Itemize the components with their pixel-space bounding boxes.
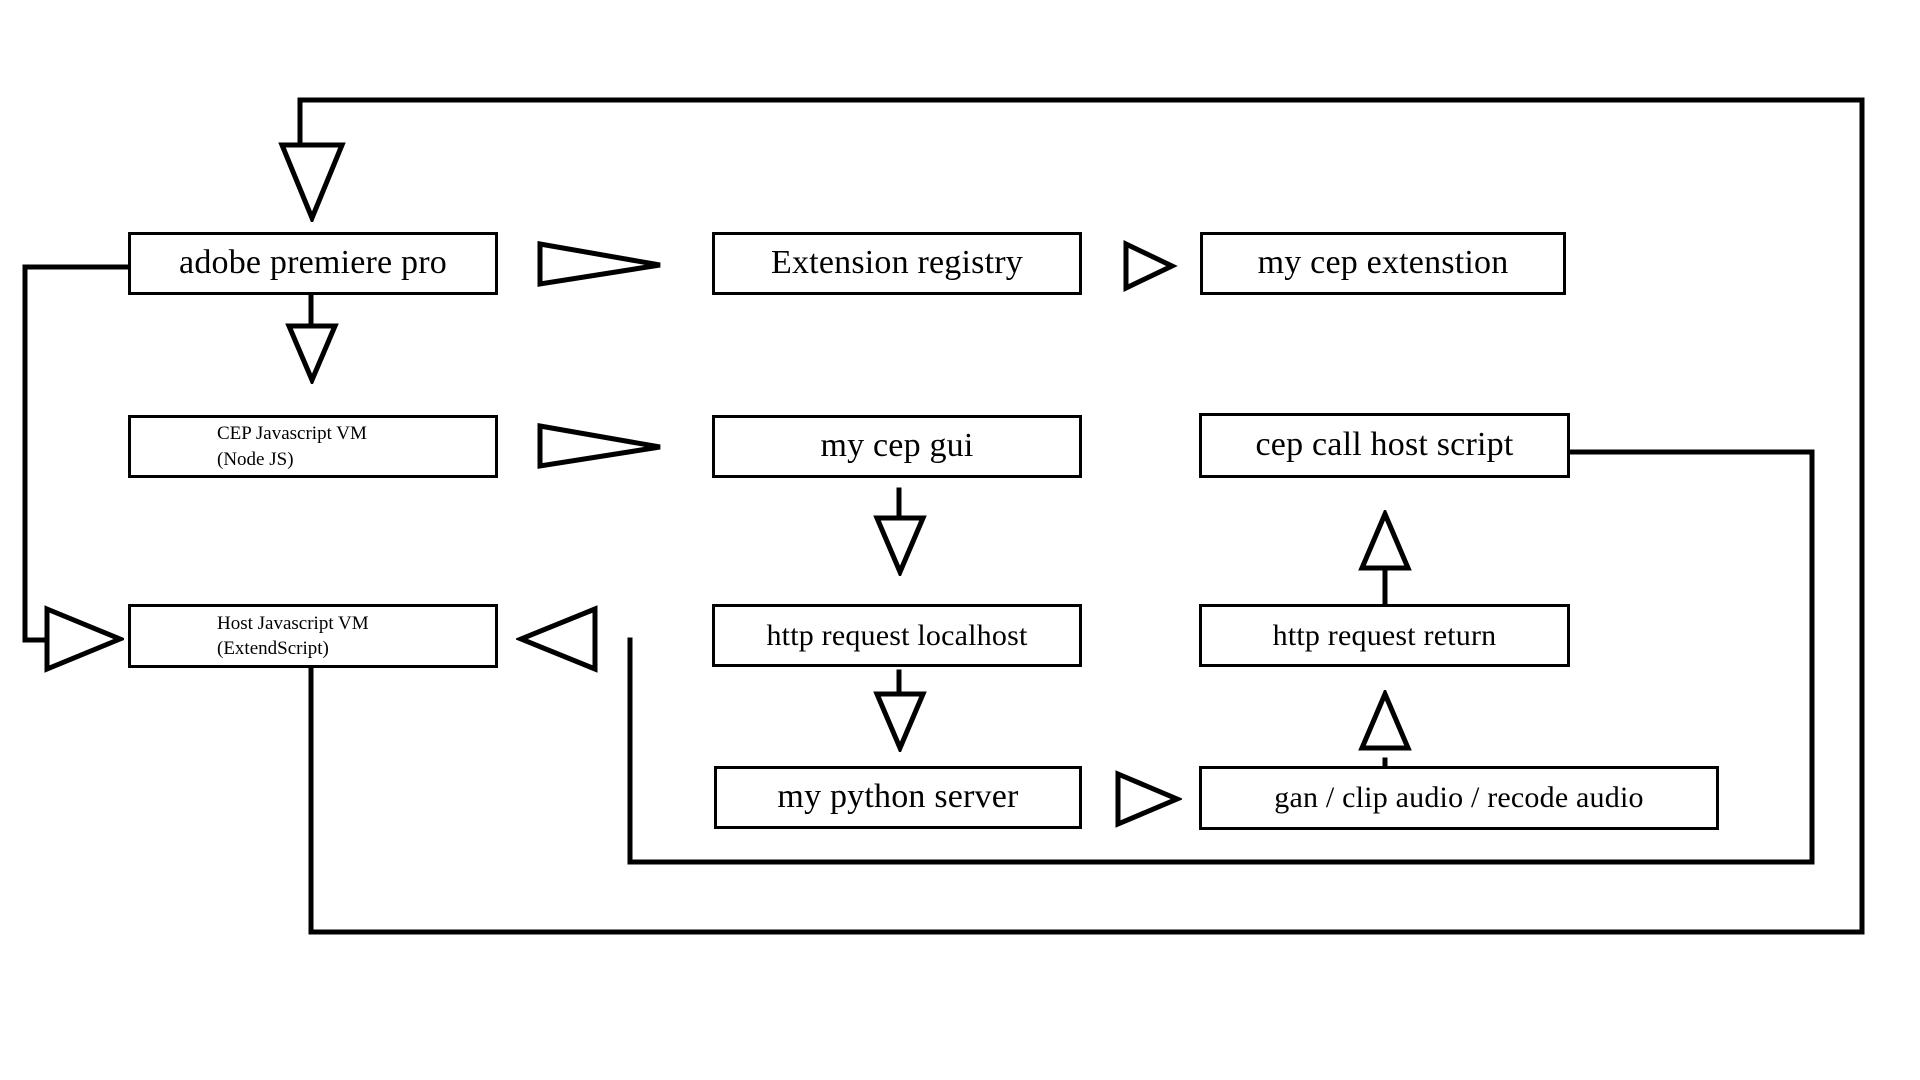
- node-gan-clip-recode[interactable]: gan / clip audio / recode audio: [1199, 766, 1719, 830]
- node-gan-clip-recode-label: gan / clip audio / recode audio: [1274, 781, 1644, 815]
- node-my-python-server[interactable]: my python server: [714, 766, 1082, 829]
- node-my-cep-gui[interactable]: my cep gui: [712, 415, 1082, 478]
- arrow-gan-to-http-return-icon: [1358, 690, 1412, 752]
- node-adobe-premiere-pro-label: adobe premiere pro: [179, 244, 447, 282]
- line-extension-to-premiere-loop: [297, 97, 1865, 155]
- arrow-premiere-to-registry-icon: [536, 240, 664, 288]
- node-my-cep-gui-label: my cep gui: [820, 427, 974, 465]
- node-cep-call-host-script-label: cep call host script: [1255, 426, 1514, 464]
- arrow-into-host-vm-left-icon: [42, 604, 124, 674]
- arrow-http-return-to-call-host-icon: [1358, 510, 1412, 572]
- node-adobe-premiere-pro[interactable]: adobe premiere pro: [128, 232, 498, 295]
- node-http-request-localhost-label: http request localhost: [766, 618, 1028, 652]
- node-cep-javascript-vm[interactable]: CEP Javascript VM (Node JS): [128, 415, 498, 478]
- node-http-request-localhost[interactable]: http request localhost: [712, 604, 1082, 667]
- node-my-python-server-label: my python server: [777, 778, 1019, 816]
- arrow-gui-to-http-localhost-icon: [873, 514, 927, 576]
- arrow-http-localhost-to-python-icon: [873, 690, 927, 752]
- node-host-javascript-vm[interactable]: Host Javascript VM (ExtendScript): [128, 604, 498, 668]
- arrow-python-to-gan-icon: [1114, 770, 1182, 828]
- node-http-request-return[interactable]: http request return: [1199, 604, 1570, 667]
- line-premiere-left-to-host-vm: [22, 264, 131, 643]
- node-my-cep-extenstion-label: my cep extenstion: [1257, 244, 1509, 282]
- node-my-cep-extenstion[interactable]: my cep extenstion: [1200, 232, 1566, 295]
- arrow-cep-vm-to-gui-icon: [536, 422, 664, 470]
- arrow-premiere-to-cep-vm-icon: [285, 322, 339, 384]
- node-http-request-return-label: http request return: [1272, 618, 1497, 652]
- arrow-into-host-vm-right-icon: [516, 604, 600, 674]
- node-host-javascript-vm-label: Host Javascript VM (ExtendScript): [217, 612, 369, 659]
- arrow-registry-to-extension-icon: [1122, 240, 1178, 292]
- arrow-into-adobe-premiere-pro-icon: [277, 140, 347, 222]
- node-extension-registry[interactable]: Extension registry: [712, 232, 1082, 295]
- node-extension-registry-label: Extension registry: [771, 244, 1023, 282]
- node-cep-call-host-script[interactable]: cep call host script: [1199, 413, 1570, 478]
- node-cep-javascript-vm-label: CEP Javascript VM (Node JS): [217, 423, 367, 470]
